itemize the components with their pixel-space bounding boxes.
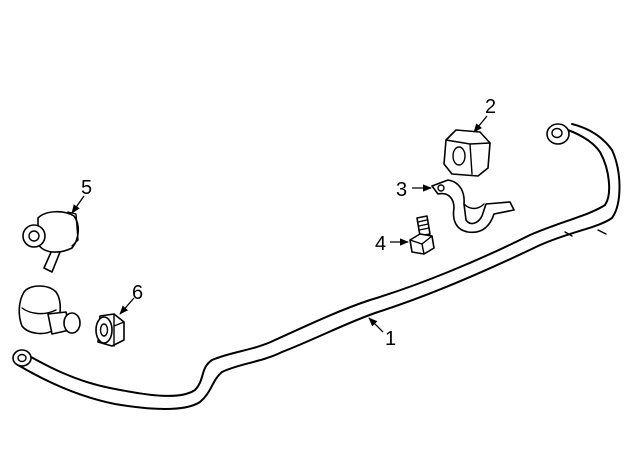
callout-labels: 1 2 3 4 5 6 [81,96,496,350]
leader-6 [119,297,135,315]
stabilizer-bar [12,123,621,410]
stabilizer-link [18,210,81,335]
leader-lines [71,115,488,333]
leader-1 [368,317,384,333]
callout-5: 5 [81,177,92,199]
bushing [443,129,491,177]
callout-2: 2 [485,96,496,118]
leader-2 [473,115,488,133]
callout-1: 1 [385,328,396,350]
bolt [409,215,435,255]
callout-4: 4 [375,233,386,255]
callout-6: 6 [132,282,143,304]
bushing-bracket [431,179,515,234]
leader-5 [71,195,85,214]
nut [95,313,125,347]
callout-3: 3 [396,179,407,201]
